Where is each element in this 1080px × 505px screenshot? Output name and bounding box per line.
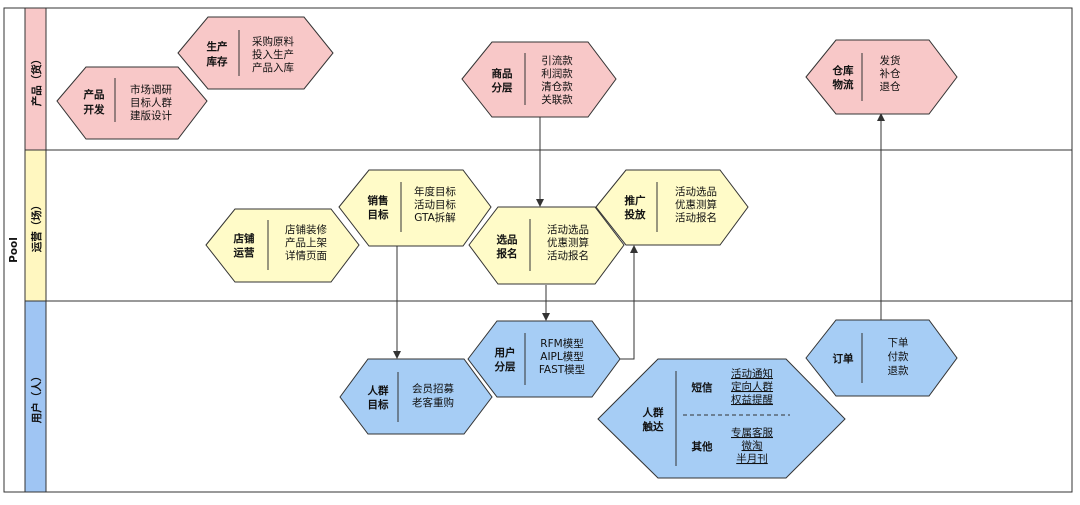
node-order: 订单 下单 付款 退款 [805, 319, 958, 397]
hexagon-shape [461, 41, 617, 118]
hexagon-shape [595, 169, 749, 246]
node-promotion: 推广 投放 活动选品 优惠测算 活动报名 [595, 169, 749, 246]
reach-other-label: 其他 [692, 440, 713, 453]
node-title-line: 商品 [492, 67, 513, 80]
hexagon-shape [467, 320, 621, 398]
node-item: 补仓 [880, 67, 901, 80]
node-item: 利润款 [541, 67, 573, 80]
node-product-dev: 产品 开发 市场调研 目标人群 建版设计 [56, 66, 208, 140]
lane-label-user: 用户（人） [30, 371, 43, 425]
pool-title: Pool [8, 237, 20, 263]
node-item: 关联款 [541, 93, 573, 106]
node-item: 下单 [888, 337, 909, 349]
node-item: 产品上架 [285, 236, 327, 249]
reach-sms-item: 活动通知 [731, 367, 773, 380]
node-title-line: 选品 [497, 233, 518, 246]
node-item: 活动报名 [675, 211, 717, 224]
node-title-line: 投放 [625, 208, 646, 221]
node-user-tier: 用户 分层 RFM模型 AIPL模型 FAST模型 [467, 320, 621, 398]
connectors [393, 113, 885, 360]
node-reach: 人群 触达 短信 活动通知 定向人群 权益提醒 其他 专属客服 微淘 半月刊 [597, 358, 846, 479]
node-title-line: 销售 [368, 194, 389, 207]
reach-other-item: 专属客服 [731, 426, 773, 439]
reach-other-item: 微淘 [742, 439, 763, 452]
node-title-line: 推广 [625, 194, 646, 207]
hexagon-shape [805, 319, 958, 397]
reach-sms-item: 权益提醒 [731, 393, 773, 406]
node-item: 会员招募 [412, 382, 454, 395]
hexagon-shape [177, 16, 334, 90]
node-item: AIPL模型 [540, 350, 583, 363]
node-item: 退仓 [880, 80, 901, 93]
reach-sms-item: 定向人群 [731, 380, 773, 393]
node-store-ops: 店铺 运营 店铺装修 产品上架 详情页面 [205, 208, 360, 283]
node-title-line: 用户 [494, 346, 516, 359]
node-item: 优惠测算 [675, 198, 717, 211]
node-item: 目标人群 [130, 96, 172, 109]
node-item: 活动选品 [675, 185, 717, 198]
node-item: 店铺装修 [285, 223, 327, 236]
hexagon-shape [205, 208, 360, 283]
node-item: 活动报名 [547, 249, 589, 262]
node-title-line: 人群 [368, 384, 389, 397]
node-warehouse: 仓库 物流 发货 补仓 退仓 [805, 39, 958, 115]
node-title-line: 订单 [833, 352, 854, 365]
node-item: 活动目标 [414, 199, 456, 211]
node-item: 清仓款 [541, 80, 573, 93]
node-title-line: 目标 [368, 208, 389, 221]
node-item: 发货 [880, 54, 901, 67]
node-item: RFM模型 [540, 337, 583, 350]
node-item: GTA拆解 [414, 211, 456, 224]
hexagon-shape [56, 66, 208, 140]
reach-sms-label: 短信 [692, 381, 713, 394]
node-title-line: 目标 [368, 398, 389, 411]
hexagon-shape [805, 39, 958, 115]
node-item: 活动选品 [547, 223, 589, 236]
lane-user-header [24, 300, 47, 493]
node-item: 市场调研 [130, 83, 172, 96]
node-title-line: 分层 [495, 360, 516, 373]
node-title-line: 店铺 [233, 232, 255, 245]
node-item: 采购原料 [252, 35, 294, 48]
node-title-line: 触达 [642, 420, 664, 433]
node-title-line: 运营 [234, 246, 255, 259]
hexagon-shape [468, 206, 625, 285]
node-title-line: 库存 [207, 55, 228, 68]
node-item: 投入生产 [252, 48, 294, 61]
node-selection: 选品 报名 活动选品 优惠测算 活动报名 [468, 206, 625, 285]
hexagon-shape [338, 169, 492, 247]
node-title-line: 产品 [84, 88, 105, 101]
node-item: FAST模型 [539, 363, 585, 376]
node-item: 年度目标 [414, 185, 456, 198]
arrow-usertier-to-promotion [620, 245, 638, 360]
node-title-line: 人群 [643, 406, 664, 419]
node-title-line: 分层 [492, 81, 513, 94]
node-item: 退款 [888, 364, 909, 377]
node-crowd-goal: 人群 目标 会员招募 老客重购 [339, 358, 493, 435]
node-goods-tier: 商品 分层 引流款 利润款 清仓款 关联款 [461, 41, 617, 118]
node-production: 生产 库存 采购原料 投入生产 产品入库 [177, 16, 334, 90]
node-title-line: 开发 [84, 103, 105, 116]
node-item: 详情页面 [285, 249, 327, 262]
lane-label-product: 产品（货） [30, 54, 43, 107]
node-title-line: 报名 [497, 247, 518, 260]
node-title-line: 物流 [833, 78, 854, 91]
node-title-line: 生产 [207, 40, 228, 53]
node-item: 老客重购 [412, 396, 454, 409]
node-item: 产品入库 [252, 61, 294, 74]
node-item: 引流款 [541, 54, 573, 67]
lane-label-ops: 运营（场） [30, 200, 43, 253]
node-title-line: 仓库 [832, 64, 854, 77]
node-item: 付款 [888, 350, 909, 363]
hexagon-shape [597, 358, 846, 479]
reach-other-item: 半月刊 [736, 452, 768, 465]
node-item: 建版设计 [130, 109, 172, 122]
node-item: 优惠测算 [547, 236, 589, 249]
hexagon-shape [339, 358, 493, 435]
node-sales-goal: 销售 目标 年度目标 活动目标 GTA拆解 [338, 169, 492, 247]
